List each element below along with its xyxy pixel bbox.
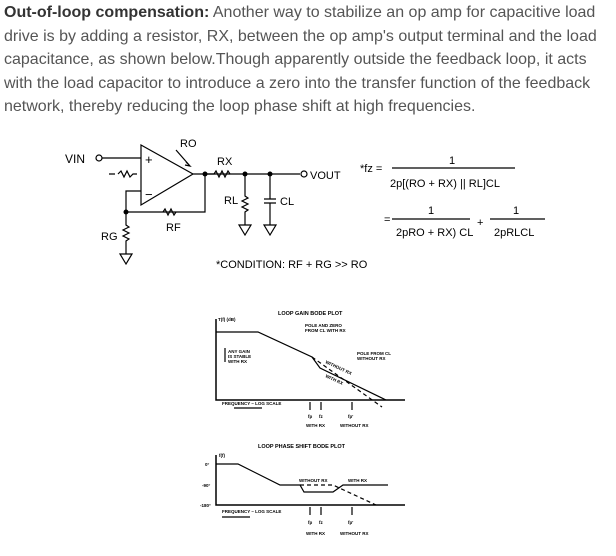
rg-label: RG xyxy=(101,231,118,243)
equals: = xyxy=(384,214,390,226)
denominator-2: 2pRO + RX) CL xyxy=(396,227,473,239)
numerator: 1 xyxy=(513,205,519,217)
phase-xlabel: FREQUENCY – LOG SCALE xyxy=(222,509,281,514)
note: POLE FROM CL xyxy=(357,351,391,356)
gain-bode-plot: LOOP GAIN BODE PLOT T(f) (dB) FREQUENCY … xyxy=(215,311,405,428)
curve-label: WITHOUT RX xyxy=(299,478,328,483)
gain-xlabel: FREQUENCY – LOG SCALE xyxy=(222,401,281,406)
tick-group: WITHOUT RX xyxy=(340,423,369,428)
phase-bode-plot: LOOP PHASE SHIFT BODE PLOT f(f) 0° -90° … xyxy=(200,444,405,536)
ro-label: RO xyxy=(180,138,197,150)
tick: -90° xyxy=(202,483,211,488)
rx-label: RX xyxy=(217,156,233,168)
numerator: 1 xyxy=(449,155,455,167)
gain-ylabel: T(f) (dB) xyxy=(218,317,236,322)
phase-ylabel: f(f) xyxy=(219,453,225,458)
note: WITH RX xyxy=(228,359,247,364)
description-paragraph: Out-of-loop compensation: Another way to… xyxy=(4,1,610,119)
denominator-3: 2pRLCL xyxy=(494,227,534,239)
note: ANY GAIN xyxy=(228,349,250,354)
rf-label: RF xyxy=(166,222,181,234)
plus-sign: + xyxy=(477,217,483,229)
note: FROM CL WITH RX xyxy=(305,328,346,333)
rl-label: RL xyxy=(224,195,238,207)
vin-label: VIN xyxy=(65,152,85,166)
vout-label: VOUT xyxy=(310,170,341,182)
tick: fp xyxy=(308,414,312,419)
note: POLE AND ZERO xyxy=(305,323,342,328)
cl-label: CL xyxy=(280,196,294,208)
paragraph-lead: Out-of-loop compensation: xyxy=(4,4,210,21)
condition-text: *CONDITION: RF + RG >> RO xyxy=(216,259,368,271)
schematic: VIN + − RO RX RL CL RF RG VOUT *CONDITIO… xyxy=(65,138,368,271)
numerator: 1 xyxy=(428,205,434,217)
tick: fz xyxy=(319,414,323,419)
note: IS STABLE xyxy=(228,354,251,359)
phase-plot-title: LOOP PHASE SHIFT BODE PLOT xyxy=(258,444,346,450)
formula: *fz = 1 2p[(RO + RX) || RL]CL = 1 2pRO +… xyxy=(360,155,545,239)
tick-group: WITH RX xyxy=(306,423,325,428)
tick: -180° xyxy=(200,503,211,508)
minus-label: − xyxy=(145,187,153,202)
tick: fz xyxy=(319,520,323,525)
fz-label: *fz = xyxy=(360,163,382,175)
note: WITHOUT RX xyxy=(357,356,386,361)
tick: fp' xyxy=(348,414,353,419)
gain-plot-title: LOOP GAIN BODE PLOT xyxy=(278,311,343,317)
denominator-1: 2p[(RO + RX) || RL]CL xyxy=(390,178,500,190)
tick-group: WITH RX xyxy=(306,531,325,536)
tick: fp xyxy=(308,520,312,525)
plus-label: + xyxy=(145,152,153,167)
paragraph-body: Another way to stabilize an op amp for c… xyxy=(4,4,597,115)
tick-group: WITHOUT RX xyxy=(340,531,369,536)
curve-label: WITH RX xyxy=(348,478,367,483)
tick: 0° xyxy=(205,462,210,467)
tick: fp' xyxy=(348,520,353,525)
